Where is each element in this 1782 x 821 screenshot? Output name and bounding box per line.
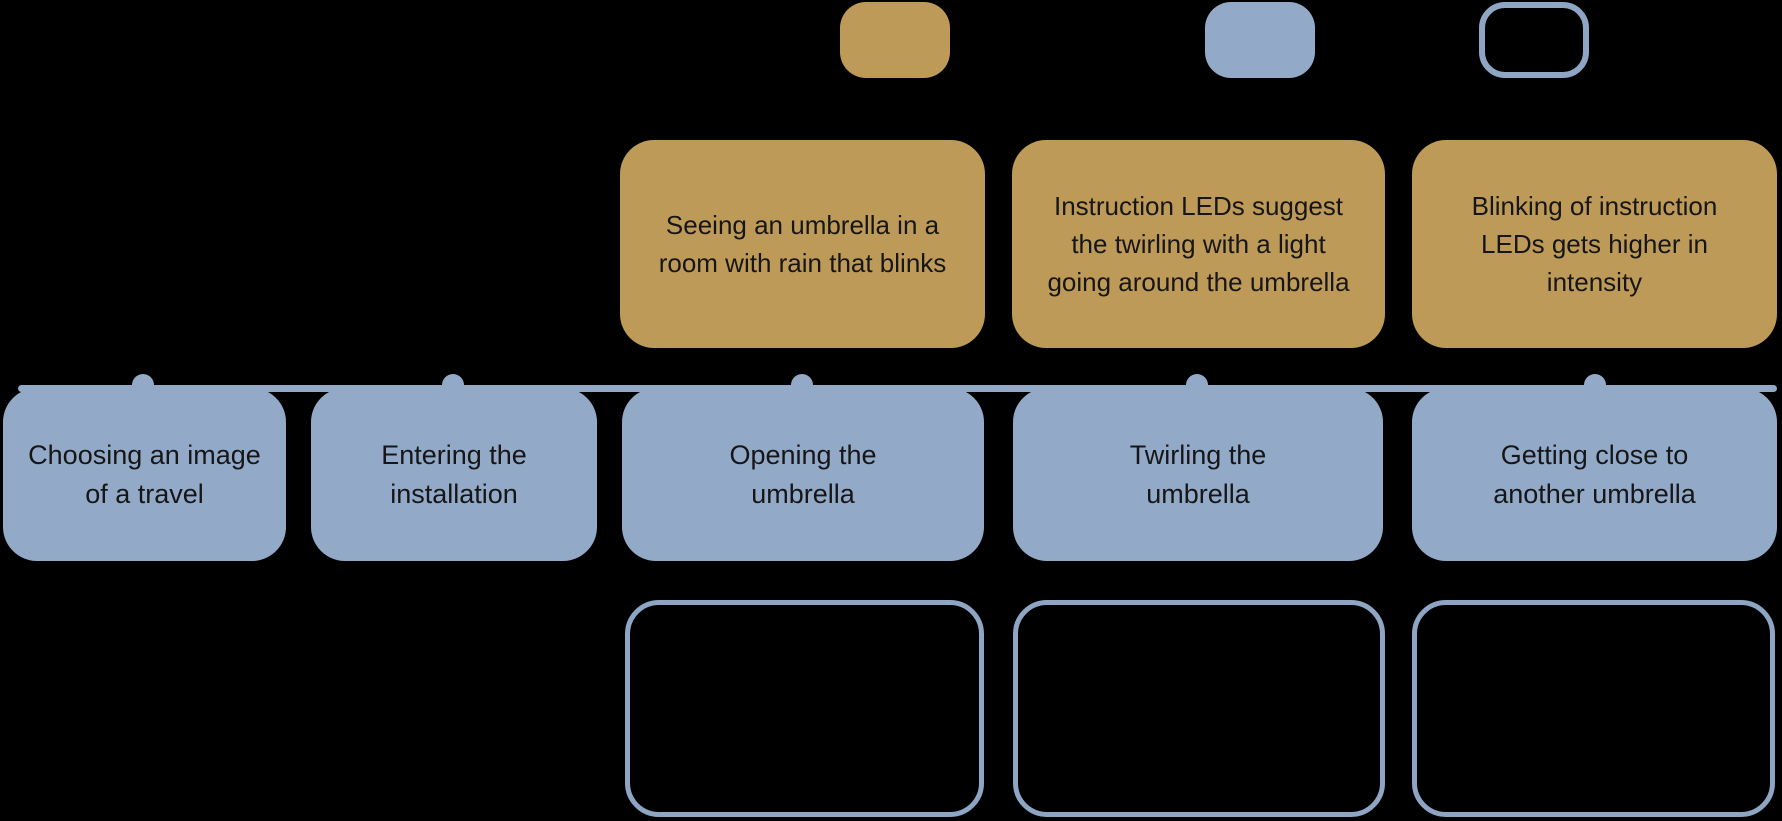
- stage-box-label: Twirling the umbrella: [1129, 439, 1267, 509]
- feedback-box: Blinking of instruction LEDs gets higher…: [1412, 140, 1777, 348]
- placeholder-box: [625, 600, 984, 817]
- feedback-box-label: Instruction LEDs suggest the twirling wi…: [1047, 191, 1350, 297]
- stage-box: Opening the umbrella: [622, 388, 984, 561]
- placeholder-box: [1412, 600, 1775, 817]
- feedback-box-label: Seeing an umbrella in a room with rain t…: [658, 210, 947, 278]
- stage-box: Getting close to another umbrella: [1412, 388, 1777, 561]
- legend-swatch-outlined: [1479, 2, 1589, 78]
- stage-box-label: Choosing an image of a travel: [28, 439, 261, 509]
- feedback-box: Seeing an umbrella in a room with rain t…: [620, 140, 985, 348]
- feedback-box: Instruction LEDs suggest the twirling wi…: [1012, 140, 1385, 348]
- legend-swatch-blue: [1205, 2, 1315, 78]
- stage-box: Twirling the umbrella: [1013, 388, 1383, 561]
- feedback-box-label: Blinking of instruction LEDs gets higher…: [1471, 191, 1718, 297]
- stage-box-label: Entering the installation: [381, 439, 527, 509]
- placeholder-box: [1013, 600, 1385, 817]
- legend-swatch-gold: [840, 2, 950, 78]
- stage-box: Entering the installation: [311, 388, 597, 561]
- stage-box-label: Getting close to another umbrella: [1493, 439, 1696, 509]
- stage-box: Choosing an image of a travel: [3, 388, 286, 561]
- stage-box-label: Opening the umbrella: [729, 439, 877, 509]
